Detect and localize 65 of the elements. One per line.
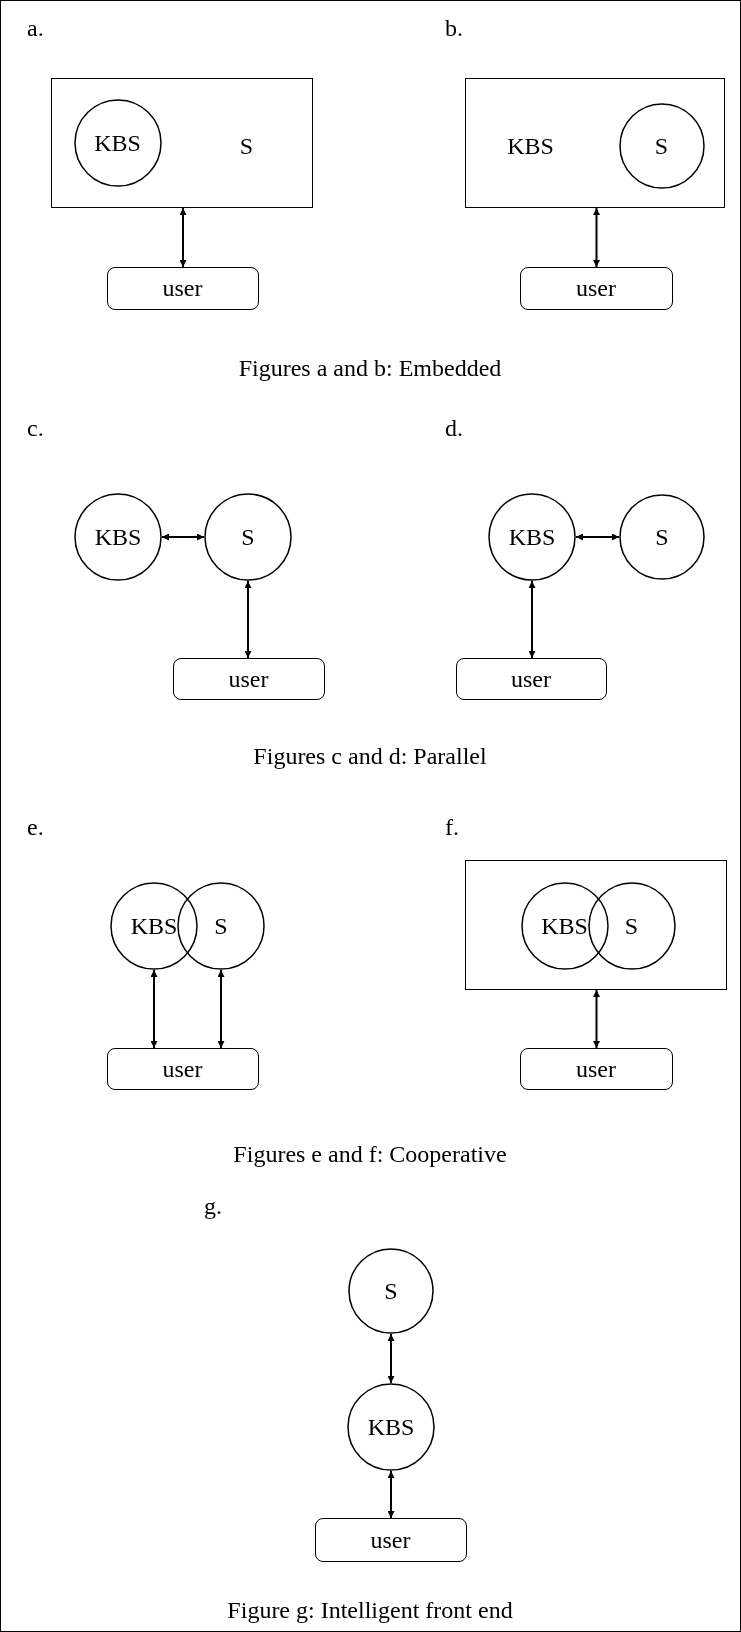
node-label: S — [214, 914, 228, 938]
double-arrow — [161, 533, 205, 541]
circle-node — [619, 494, 705, 580]
node-label: user — [370, 1527, 411, 1552]
figure-caption: Figure g: Intelligent front end — [227, 1598, 513, 1622]
node-label: KBS — [541, 913, 588, 938]
circle-node — [488, 493, 576, 581]
panel-letter: f. — [445, 815, 459, 839]
double-arrow — [387, 1470, 395, 1519]
node-label: user — [162, 276, 203, 300]
node-label: KBS — [130, 914, 178, 938]
double-arrow — [150, 969, 158, 1049]
node-label: S — [624, 913, 639, 938]
panel-letter: b. — [445, 16, 463, 40]
double-arrow — [387, 1333, 395, 1384]
rounded-box — [173, 658, 325, 700]
circle-node — [73, 98, 162, 187]
circle-node — [618, 102, 705, 189]
rounded-box — [107, 1048, 259, 1090]
node-label: KBS — [507, 133, 554, 158]
double-arrow — [593, 207, 600, 268]
rounded-box — [315, 1518, 467, 1562]
system-box — [465, 78, 725, 208]
double-arrow — [575, 533, 620, 541]
rounded-box — [107, 267, 259, 310]
node-label: KBS — [508, 525, 556, 549]
panel-letter: c. — [27, 416, 44, 440]
circle-node — [520, 881, 609, 970]
node-label: S — [655, 525, 669, 549]
node-label: KBS — [367, 1415, 415, 1439]
node-label: KBS — [94, 525, 142, 549]
circle-node — [110, 882, 198, 970]
circle-node — [177, 882, 265, 970]
circle-node — [348, 1248, 434, 1334]
circle-node — [347, 1383, 435, 1471]
panel-letter: a. — [27, 16, 44, 40]
node-label: S — [239, 133, 254, 158]
node-label: user — [511, 666, 551, 691]
node-label: KBS — [94, 130, 141, 155]
double-arrow — [593, 989, 600, 1049]
figure-caption: Figures c and d: Parallel — [253, 744, 487, 768]
node-label: S — [654, 133, 669, 158]
double-arrow — [244, 580, 252, 659]
figure-caption: Figures e and f: Cooperative — [233, 1142, 507, 1166]
rounded-box — [520, 267, 673, 310]
rounded-box — [520, 1048, 673, 1090]
double-arrow — [217, 969, 225, 1049]
circle-node — [204, 493, 292, 581]
node-label: S — [241, 525, 255, 549]
figure-caption: Figures a and b: Embedded — [238, 356, 502, 380]
system-box — [51, 78, 313, 208]
circle-node — [587, 881, 676, 970]
circle-node — [74, 493, 162, 581]
panel-letter: g. — [204, 1194, 222, 1218]
node-label: user — [162, 1056, 203, 1081]
node-label: user — [576, 1056, 616, 1081]
rounded-box — [456, 658, 607, 700]
node-label: user — [576, 276, 616, 300]
double-arrow — [528, 580, 536, 659]
node-label: S — [384, 1279, 398, 1303]
panel-letter: d. — [445, 416, 463, 440]
system-box — [465, 860, 727, 990]
double-arrow — [179, 207, 187, 268]
node-label: user — [228, 666, 269, 691]
panel-letter: e. — [27, 815, 44, 839]
